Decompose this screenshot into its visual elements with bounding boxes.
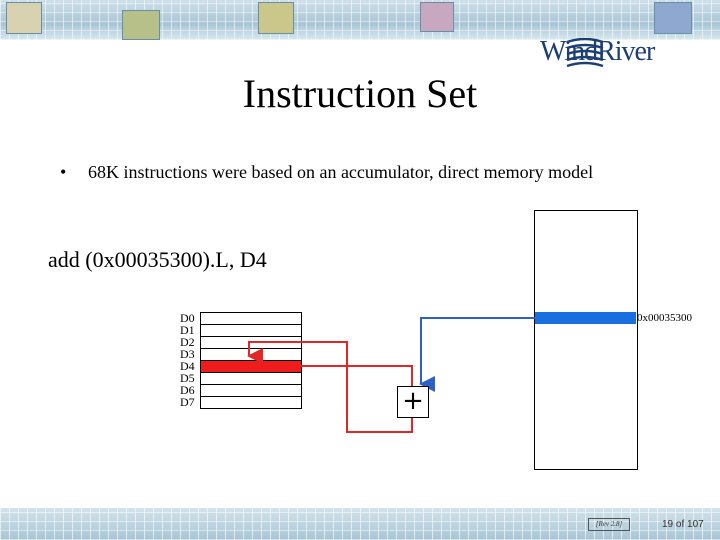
instruction-text: add (0x00035300).L, D4	[48, 247, 267, 272]
wire-d4-to-adder	[247, 341, 413, 433]
bullet-text: 68K instructions were based on an accumu…	[88, 162, 594, 182]
register-label-d4: D4	[180, 359, 195, 373]
register-label-d1: D1	[180, 323, 195, 337]
memory-highlight	[535, 312, 636, 324]
memory-address-label: 0x00035300	[637, 312, 692, 324]
register-label-d7: D7	[180, 395, 195, 409]
register-label-d0: D0	[180, 311, 195, 325]
banner-tile-3	[258, 2, 294, 34]
revision-label: [Rev 2.8]	[588, 518, 630, 531]
footer-banner	[0, 508, 720, 540]
bullet-item: • 68K instructions were based on an accum…	[60, 162, 593, 183]
adder-plus-icon: +	[397, 386, 429, 418]
register-label-d3: D3	[180, 347, 195, 361]
banner-tile-1	[6, 2, 42, 34]
register-label-d6: D6	[180, 383, 195, 397]
wire-memory-to-adder	[419, 317, 536, 392]
register-label-d2: D2	[180, 335, 195, 349]
register-cell-d1	[200, 325, 302, 337]
register-cell-d7	[200, 397, 302, 409]
bullet-symbol: •	[60, 162, 67, 182]
slide-title: Instruction Set	[242, 71, 478, 116]
logo-text: WindRiver	[540, 36, 655, 67]
banner-tile-2	[122, 10, 160, 40]
page-number: 19 of 107	[662, 519, 704, 530]
register-cell-d5	[200, 373, 302, 385]
banner-tile-5	[654, 2, 692, 34]
memory-block	[534, 210, 638, 470]
header-banner	[0, 0, 720, 40]
register-cell-d0	[200, 312, 302, 325]
windriver-logo-icon	[566, 38, 604, 68]
register-cell-d6	[200, 385, 302, 397]
register-label-d5: D5	[180, 371, 195, 385]
banner-tile-4	[420, 2, 454, 32]
